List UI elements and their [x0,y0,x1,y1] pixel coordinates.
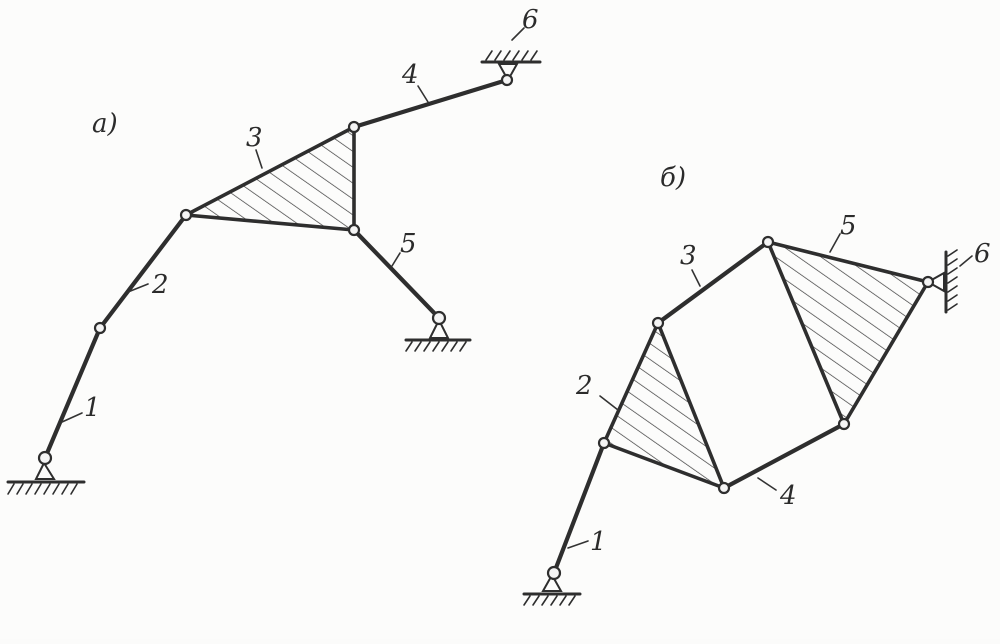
link-label-b-6: 6 [974,239,991,269]
joint-b-4-5 [837,417,851,431]
joint-a-ground-top [500,73,514,87]
diagram-a-label: а) [92,109,118,139]
link-label-a-3: 3 [246,123,263,153]
joint-a-ground-left [37,450,53,466]
link-3-plate-a [184,125,356,232]
link-label-b-2: 2 [575,371,593,401]
joint-b-ground-bottom [546,565,562,581]
link-1-b [551,440,607,576]
link-label-b-1: 1 [590,527,607,557]
joint-b-1-2 [597,436,611,450]
link-label-a-1: 1 [84,393,101,423]
link-4-b [721,421,847,491]
joint-a-1-2 [93,321,107,335]
joint-a-2-3 [179,208,193,222]
diagram-b: б) [522,163,991,606]
link-4-a [351,77,510,130]
link-label-b-3: 3 [680,241,697,271]
joint-b-ground-right [921,275,935,289]
link-label-a-5: 5 [400,229,417,259]
link-2-plate-b [602,321,726,490]
link-1-a [42,325,103,461]
joint-b-3-5 [761,235,775,249]
link-label-a-2: 2 [151,270,169,300]
link-5-a [351,227,442,321]
ground-support-b-bottom [522,572,582,606]
diagram-a: а) [6,5,542,495]
link-label-b-4: 4 [779,481,797,511]
joint-b-2-3 [651,316,665,330]
link-label-a-4: 4 [401,60,419,90]
joint-a-ground-right [431,310,447,326]
link-label-b-5: 5 [840,211,857,241]
diagram-b-label: б) [660,163,686,193]
ground-support-b-right [925,249,958,314]
link-5-plate-b [766,240,930,426]
ground-support-a-top [480,50,542,83]
joint-a-3-4 [347,120,361,134]
link-2-a [97,212,189,331]
link-3-b [655,239,771,326]
ground-support-a-right [404,317,472,352]
ground-support-a-left [6,460,86,495]
joint-b-2-4 [717,481,731,495]
joint-a-3-5 [347,223,361,237]
link-label-a-6: 6 [522,5,539,35]
